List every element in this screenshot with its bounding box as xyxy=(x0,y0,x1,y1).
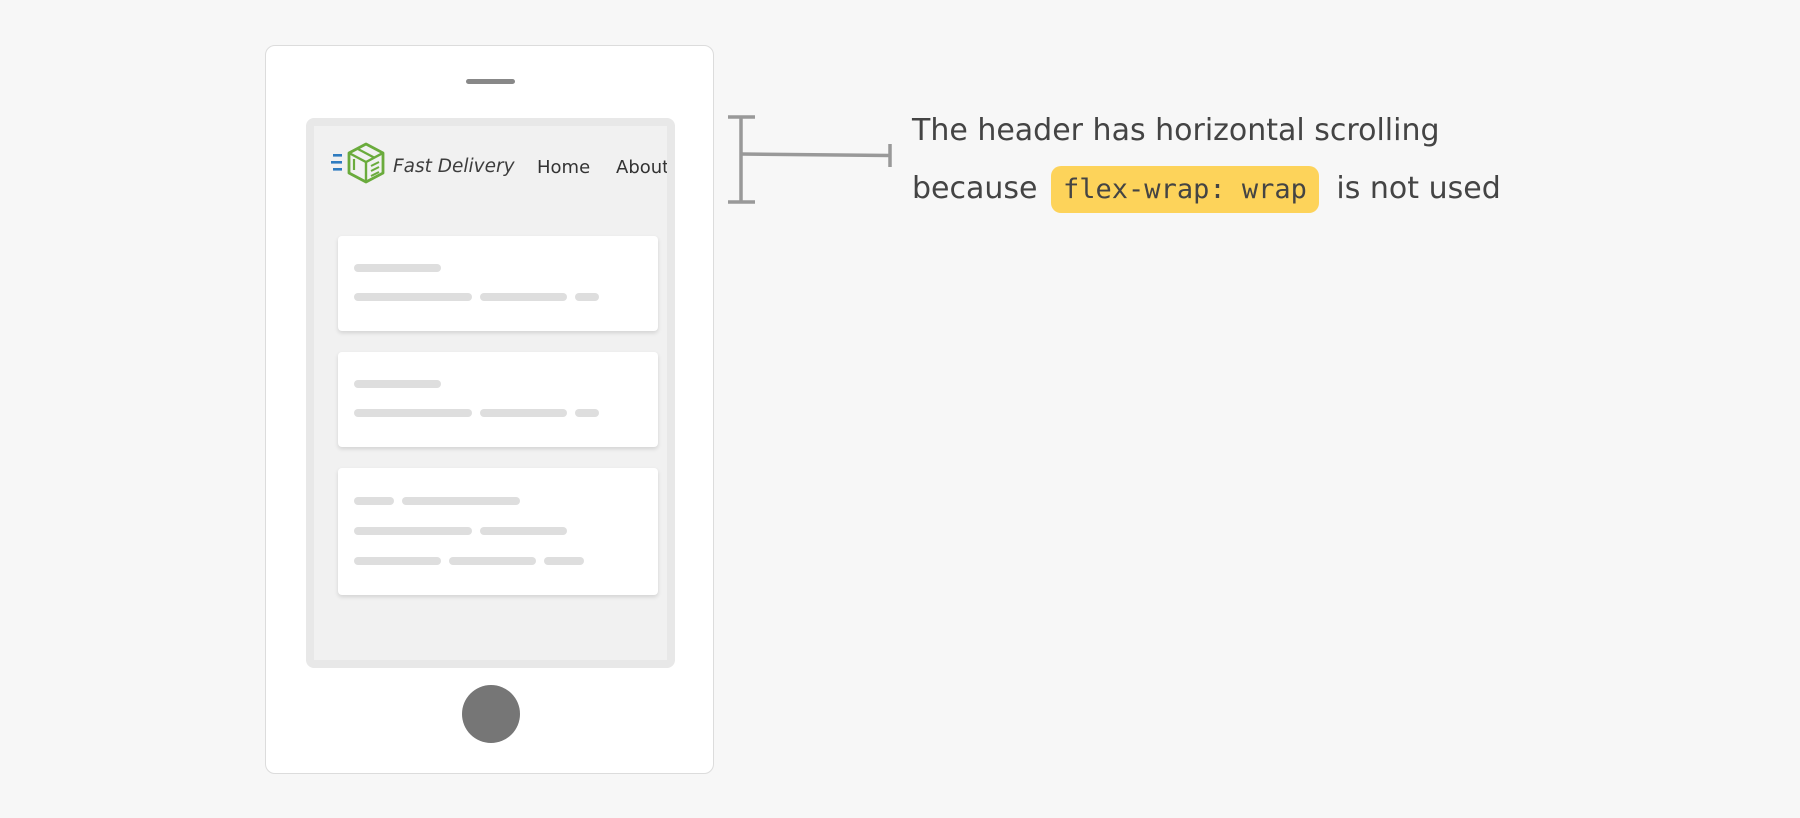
phone-screen: Fast Delivery Home About xyxy=(306,118,675,668)
phone-home-button[interactable] xyxy=(462,685,520,743)
placeholder-line xyxy=(354,557,441,565)
phone-speaker xyxy=(466,79,515,84)
placeholder-line xyxy=(354,409,472,417)
placeholder-line xyxy=(575,293,599,301)
placeholder-line xyxy=(354,527,472,535)
header-height-bracket xyxy=(728,115,892,204)
app-header: Fast Delivery Home About xyxy=(314,126,667,198)
annotation-not-used: is not used xyxy=(1336,171,1501,206)
placeholder-line xyxy=(449,557,536,565)
placeholder-line xyxy=(544,557,584,565)
placeholder-line xyxy=(575,409,599,417)
placeholder-line xyxy=(480,527,567,535)
nav-link-home[interactable]: Home xyxy=(537,157,591,178)
annotation-line-2: because flex-wrap: wrap is not used xyxy=(912,164,1501,222)
placeholder-line xyxy=(354,264,441,272)
annotation-text: The header has horizontal scrolling beca… xyxy=(912,106,1501,222)
content-card xyxy=(338,236,658,331)
annotation-because: because xyxy=(912,171,1038,206)
annotation-line-1: The header has horizontal scrolling xyxy=(912,113,1440,148)
code-highlight: flex-wrap: wrap xyxy=(1051,166,1319,213)
logo-box-icon xyxy=(331,142,385,184)
placeholder-line xyxy=(402,497,520,505)
placeholder-line xyxy=(354,497,394,505)
placeholder-line xyxy=(354,380,441,388)
placeholder-line xyxy=(354,293,472,301)
screen-content: Fast Delivery Home About xyxy=(314,126,667,660)
brand-name: Fast Delivery xyxy=(393,156,515,177)
placeholder-line xyxy=(480,409,567,417)
content-card xyxy=(338,352,658,447)
nav-link-about[interactable]: About xyxy=(616,157,667,178)
placeholder-line xyxy=(480,293,567,301)
phone-mockup: Fast Delivery Home About xyxy=(265,45,714,774)
content-card xyxy=(338,468,658,595)
